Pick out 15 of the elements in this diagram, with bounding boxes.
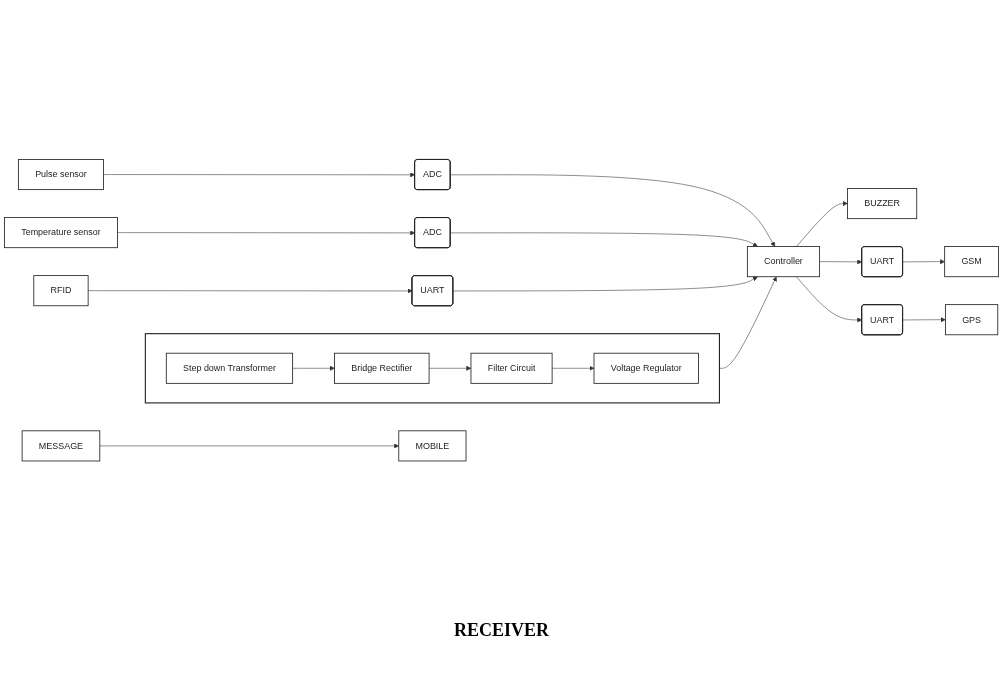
node-box: MESSAGE bbox=[21, 430, 101, 462]
cluster bbox=[144, 332, 720, 404]
node-box: Voltage Regulator bbox=[593, 352, 699, 384]
node-box: Temperature sensor bbox=[4, 216, 118, 248]
node-box: Step down Transformer bbox=[165, 352, 294, 384]
diagram-label: RECEIVER bbox=[453, 620, 550, 641]
node-box: BUZZER bbox=[847, 187, 918, 219]
node-box: GSM bbox=[944, 245, 999, 277]
node-box: MOBILE bbox=[398, 430, 467, 462]
node-box: Bridge Rectifier bbox=[334, 352, 430, 384]
node-box: Pulse sensor bbox=[17, 158, 104, 190]
node-box: Filter Circuit bbox=[470, 352, 553, 384]
node-box: RFID bbox=[33, 274, 89, 306]
node-box: Controller bbox=[746, 245, 820, 277]
node-box: GPS bbox=[945, 304, 999, 335]
